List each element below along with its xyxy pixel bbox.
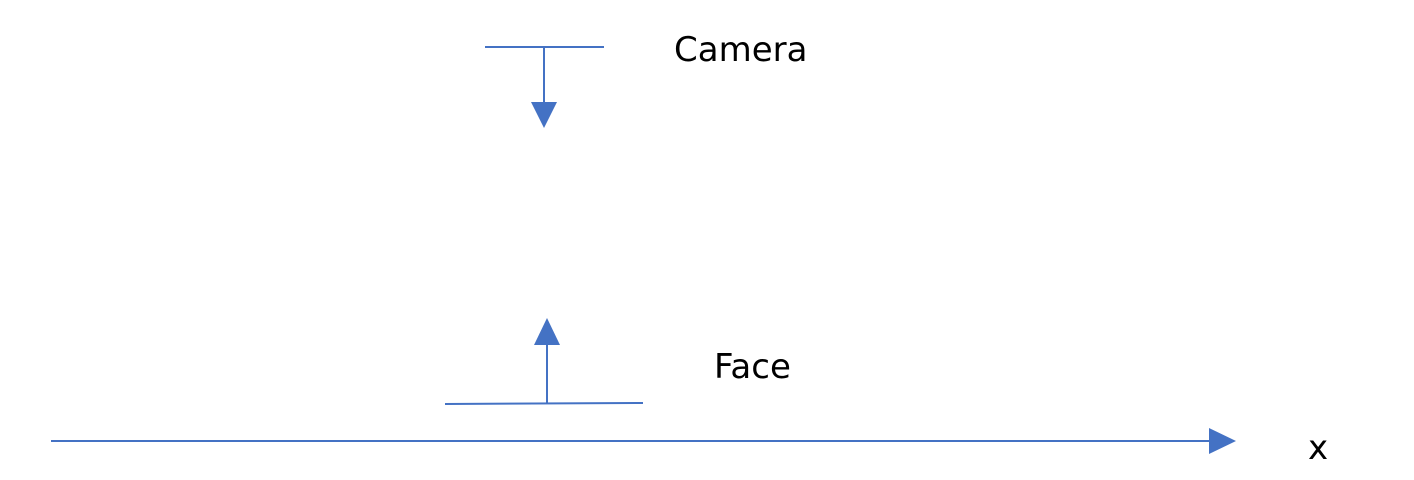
camera-direction-arrowhead <box>531 102 557 128</box>
x-axis-label: x <box>1308 428 1328 468</box>
x-axis-arrowhead <box>1209 428 1236 454</box>
face-direction-arrowhead <box>534 318 560 345</box>
face-plane-line <box>444 402 644 405</box>
face-label: Face <box>714 347 791 387</box>
camera-label: Camera <box>674 30 807 70</box>
